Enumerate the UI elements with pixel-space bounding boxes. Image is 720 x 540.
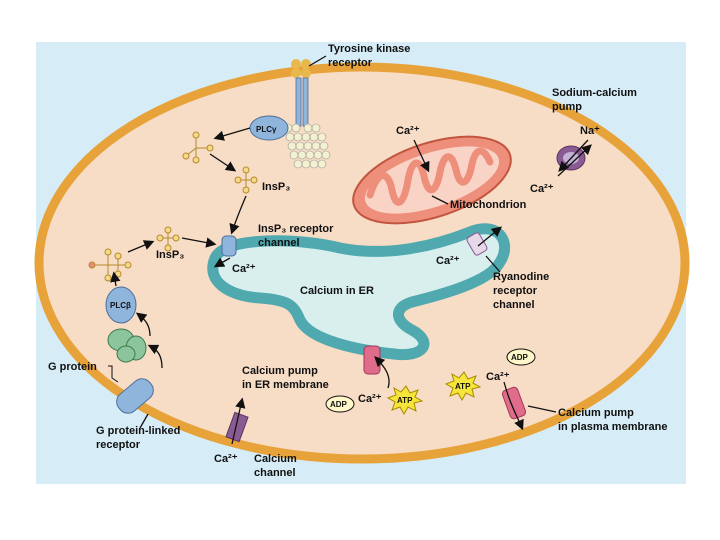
atp-er [386,385,424,416]
arrow-ca-out-ryanodine [477,226,503,247]
arrow-pip2-to-insp3-left [127,240,155,253]
g-protein-linked-receptor-label: G protein-linked receptor [96,425,183,451]
g-protein-receptor-leader [139,413,149,429]
insp3-label-left: InsP₃ [156,249,184,261]
calcium-pump-plasma-label: Calcium pump in plasma membrane [558,407,667,433]
ca-label-mito: Ca²⁺ [396,125,420,137]
arrow-ca-into-er [374,356,390,389]
arrow-pip2-to-insp3 [209,153,237,172]
na-label: Na⁺ [580,125,600,137]
mitochondrion-label: Mitochondrion [450,199,527,211]
atp-plasma-label: ATP [455,382,471,391]
ryanodine-receptor-channel-label: Ryanodine receptor channel [493,271,552,311]
g-protein [107,328,147,363]
arrow-ca-into-mito [413,139,430,173]
arrow-ca-out-nca [557,144,592,177]
ca-label-nca: Ca²⁺ [530,183,554,195]
insp3-molecule-top [234,166,258,194]
ryanodine-receptor-channel [466,232,488,256]
insp3-receptor-channel-label: InsP₃ receptor channel [258,223,336,249]
arrow-plcg-to-pip2 [213,127,251,141]
insp3-label-top: InsP₃ [262,181,290,193]
ca-label-er-pump: Ca²⁺ [358,393,382,405]
ca-label-insp3r: Ca²⁺ [232,263,256,275]
ryanodine-leader [485,255,501,273]
calcium-in-er-label: Calcium in ER [300,285,374,297]
arrow-insp3-to-receptor-top [229,195,247,235]
calcium-pump-er-label: Calcium pump in ER membrane [242,365,329,391]
atp-plasma [444,371,482,402]
tyrosine-kinase-receptor-label: Tyrosine kinase receptor [328,43,413,69]
atp-er-label: ATP [397,396,413,405]
tyrosine-label-leader [308,55,327,67]
arrow-ca-out-plasma [503,381,524,431]
arrow-gprotein-to-plcb [135,312,151,337]
mitochondrion-leader [431,195,449,205]
tyrosine-kinase-receptor [283,59,331,169]
adp-er [325,395,355,413]
arrow-plcb-to-pip2 [110,271,121,287]
g-protein-linked-receptor [116,378,154,414]
arrow-ca-out-insp3r [213,257,231,268]
plc-beta [105,286,137,324]
arrow-receptor-to-gprotein [147,344,163,369]
calcium-channel-label: Calcium channel [254,453,300,479]
arrow-ca-in-channel [231,397,246,445]
sodium-calcium-pump-label: Sodium-calcium pump [552,87,640,113]
plc-beta-label: PLCβ [110,301,131,310]
plc-gamma-label: PLCγ [256,125,277,134]
ca-label-plasma-pump: Ca²⁺ [486,371,510,383]
pip2-molecule-top [182,131,214,164]
insp3-molecule-left [156,226,180,252]
arrow-insp3-to-receptor-left [181,237,217,248]
mitochondrion [352,135,512,225]
g-protein-bracket [108,365,119,383]
adp-er-label: ADP [330,400,348,409]
g-protein-label: G protein [48,361,97,373]
calcium-pump-plasma-leader [527,405,557,413]
pip2-molecule-left [88,248,132,282]
adp-plasma [506,348,536,366]
adp-plasma-label: ADP [511,353,529,362]
ca-label-ryanodine: Ca²⁺ [436,255,460,267]
insp3-receptor-channel [221,235,237,257]
ca-label-channel: Ca²⁺ [214,453,238,465]
endoplasmic-reticulum [207,223,511,361]
